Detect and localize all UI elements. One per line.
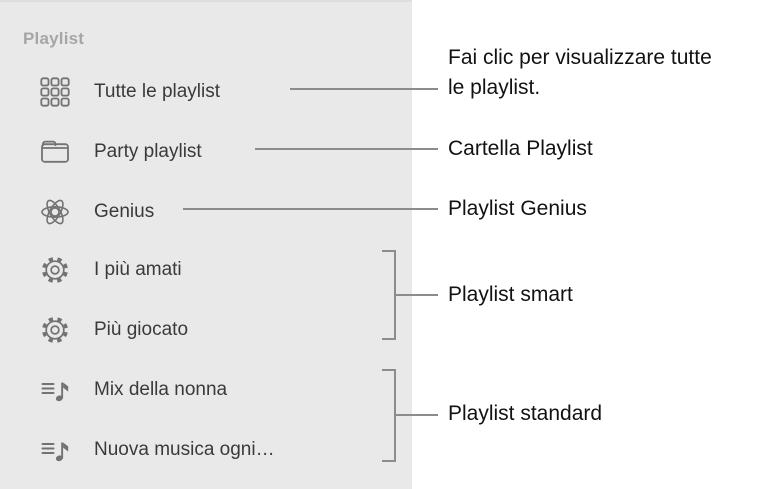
- sidebar-item-label: Tutte le playlist: [94, 81, 221, 102]
- music-note-list-icon: [38, 433, 72, 467]
- sidebar-item-label: Party playlist: [94, 141, 202, 162]
- playlists-sidebar: Playlist Tut: [0, 0, 412, 489]
- sidebar-item-tutte-le-playlist[interactable]: Tutte le playlist: [0, 75, 412, 109]
- sidebar-item-i-piu-amati[interactable]: I più amati: [0, 253, 412, 287]
- annotation-folder: Cartella Playlist: [448, 137, 593, 160]
- sidebar-item-label: Mix della nonna: [94, 379, 228, 400]
- sidebar-item-label: Genius: [94, 201, 155, 222]
- callout-line-genius: [183, 208, 438, 210]
- gear-icon: [38, 313, 72, 347]
- sidebar-item-piu-giocato[interactable]: Più giocato: [0, 313, 412, 347]
- callout-bracket-smart: [382, 250, 396, 340]
- sidebar-item-label: Nuova musica ogni…: [94, 439, 275, 460]
- sidebar-item-genius[interactable]: Genius: [0, 195, 412, 229]
- callout-line-folder: [255, 148, 438, 150]
- callout-line-standard: [395, 414, 438, 416]
- sidebar-item-nuova-musica[interactable]: Nuova musica ogni…: [0, 433, 412, 467]
- sidebar-item-label: I più amati: [94, 259, 182, 280]
- callout-line-smart: [395, 294, 438, 296]
- annotation-standard: Playlist standard: [448, 402, 603, 425]
- grid-icon: [38, 75, 72, 109]
- gear-icon: [38, 253, 72, 287]
- annotation-genius: Playlist Genius: [448, 197, 587, 220]
- annotation-smart: Playlist smart: [448, 283, 573, 306]
- sidebar-item-label: Più giocato: [94, 319, 189, 340]
- callout-bracket-standard: [382, 369, 396, 462]
- sidebar-item-mix-della-nonna[interactable]: Mix della nonna: [0, 373, 412, 407]
- callout-line-all-playlists: [290, 88, 438, 90]
- sidebar-item-party-playlist[interactable]: Party playlist: [0, 135, 412, 169]
- folder-icon: [38, 135, 72, 169]
- music-note-list-icon: [38, 373, 72, 407]
- genius-icon: [38, 195, 72, 229]
- annotation-all-playlists: Fai clic per visualizzare tutte le playl…: [448, 46, 712, 99]
- sidebar-section-header: Playlist: [23, 29, 85, 48]
